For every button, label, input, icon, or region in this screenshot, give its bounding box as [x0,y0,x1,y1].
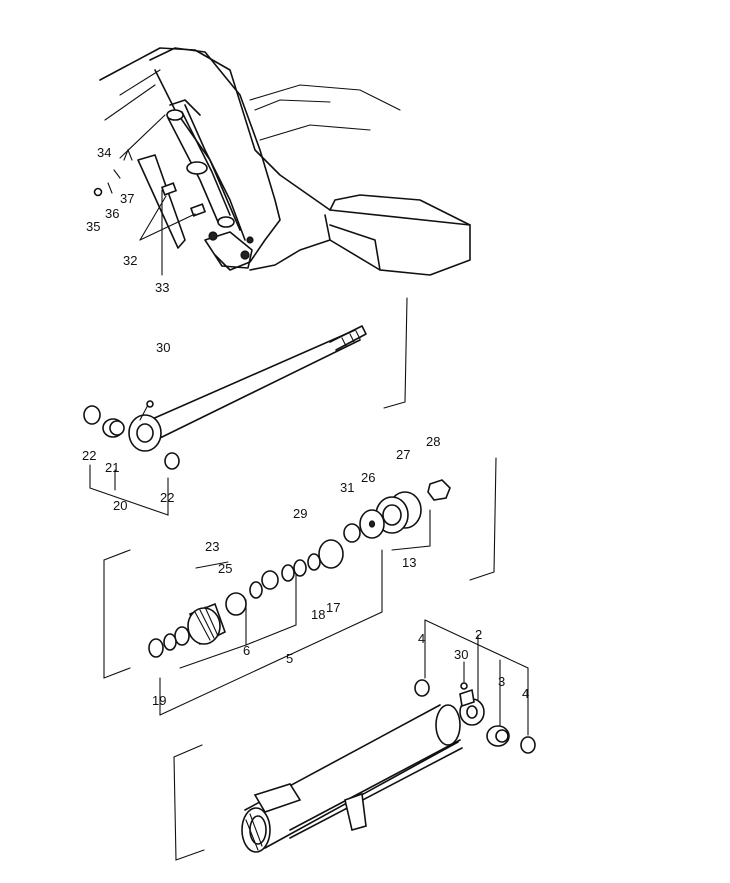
callout-36: 36 [105,206,119,221]
callout-13: 13 [402,555,416,570]
callout-23: 23 [205,539,219,554]
callout-18: 18 [311,607,325,622]
callout-28: 28 [426,434,440,449]
callout-4-right: 4 [522,686,529,701]
callout-31: 31 [340,480,354,495]
callout-6: 6 [243,643,250,658]
callout-33: 33 [155,280,169,295]
callout-4-left: 4 [418,631,425,646]
piston-rod-drawing [83,297,408,516]
piston-seal-group-drawing [103,457,497,716]
callout-5: 5 [286,651,293,666]
callout-17: 17 [326,600,340,615]
callout-labels: 34 36 37 35 32 33 30 22 21 22 20 28 27 3… [82,145,529,708]
callout-22-left: 22 [82,448,96,463]
callout-26: 26 [361,470,375,485]
callout-29: 29 [293,506,307,521]
callout-25: 25 [218,561,232,576]
callout-22-right: 22 [160,490,174,505]
callout-20: 20 [113,498,127,513]
callout-21: 21 [105,460,119,475]
boom-assembly-drawing [93,47,471,276]
callout-37: 37 [120,191,134,206]
callout-30-rod: 30 [156,340,170,355]
callout-35: 35 [86,219,100,234]
callout-2: 2 [475,627,482,642]
cylinder-tube-drawing [173,619,536,861]
callout-30-tube: 30 [454,647,468,662]
callout-19: 19 [152,693,166,708]
callout-34: 34 [97,145,111,160]
callout-27: 27 [396,447,410,462]
callout-32: 32 [123,253,137,268]
callout-3: 3 [498,674,505,689]
